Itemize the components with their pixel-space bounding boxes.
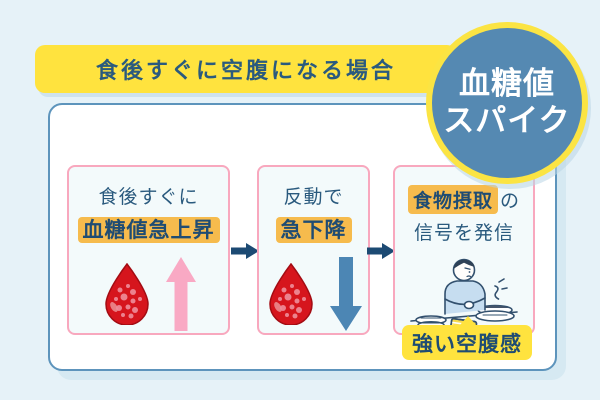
step-heading: 反動で: [283, 186, 344, 208]
badge-line2: スパイク: [443, 103, 571, 139]
blood-drop-icon: [102, 262, 152, 329]
right-arrow-icon: [231, 243, 259, 259]
highlight-label: 急下降: [275, 217, 352, 243]
arrow-up-icon: [165, 257, 196, 335]
arrow-down-icon: [329, 257, 362, 335]
highlight-label: 食物摂取: [407, 185, 498, 214]
badge-line1: 血糖値: [459, 66, 555, 103]
hunger-bubble-label: 強い空腹感: [412, 331, 522, 356]
step-heading: 食後すぐに: [98, 186, 199, 208]
step-card-rise: 食後すぐに 血糖値急上昇: [67, 165, 230, 335]
step-heading-suffix: の: [500, 190, 521, 212]
title-text: 食後すぐに空腹になる場合: [95, 59, 396, 84]
title-banner: 食後すぐに空腹になる場合: [35, 45, 457, 93]
step-card-signal: 食物摂取 の 信号を発信: [393, 165, 535, 335]
step-card-drop: 反動で 急下降: [257, 165, 370, 335]
step-heading: 信号を発信: [413, 222, 514, 244]
hunger-bubble: 強い空腹感: [402, 316, 532, 360]
highlight-label: 血糖値急上昇: [77, 217, 220, 243]
hungry-person-icon: [407, 258, 521, 342]
right-arrow-icon: [367, 243, 395, 259]
blood-drop-icon: [266, 262, 316, 329]
spike-badge: 血糖値 スパイク: [426, 22, 588, 184]
